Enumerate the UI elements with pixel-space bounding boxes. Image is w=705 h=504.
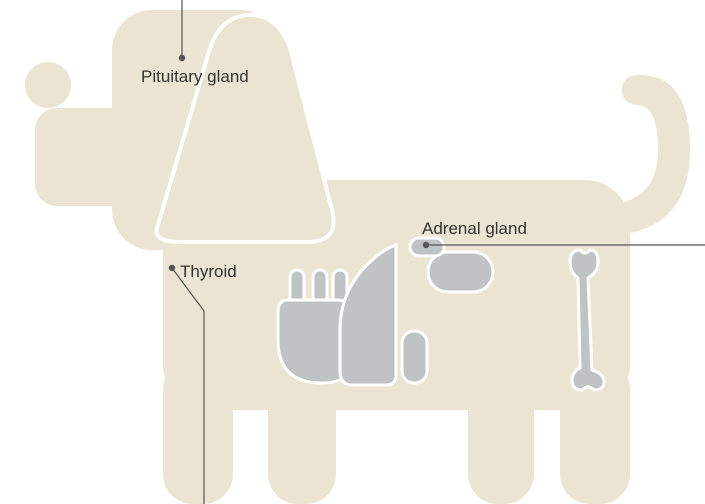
stomach-icon — [402, 331, 427, 383]
dog-nose — [25, 62, 71, 108]
kidney-icon — [428, 252, 493, 292]
dog-snout — [35, 108, 155, 206]
thyroid-label: Thyroid — [180, 262, 237, 281]
thyroid-dot — [169, 265, 175, 271]
adrenal-dot — [423, 242, 429, 248]
dog-leg-front-left — [163, 360, 233, 504]
pituitary-gland-label: Pituitary gland — [141, 67, 249, 86]
adrenal-gland-label: Adrenal gland — [422, 219, 527, 238]
dog-leg-back-left — [468, 360, 534, 504]
pituitary-dot — [179, 55, 185, 61]
